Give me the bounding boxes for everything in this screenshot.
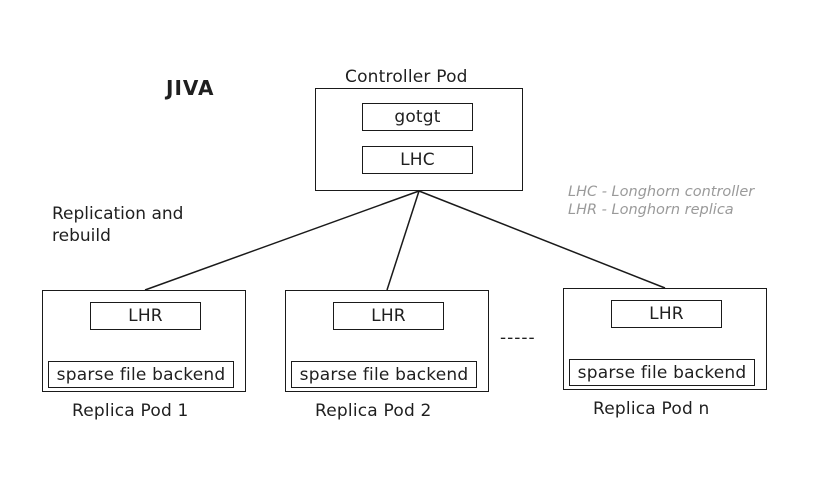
diagram-title: JIVA	[166, 76, 215, 100]
more-replicas-ellipsis: -----	[500, 328, 536, 348]
replica-pod-1-label: Replica Pod 1	[72, 401, 189, 421]
replication-note-line-1: Replication and	[52, 204, 184, 224]
replica-2-backend: sparse file backend	[291, 361, 477, 388]
edge-controller-replica-1	[144, 190, 420, 291]
gotgt-component: gotgt	[362, 103, 473, 131]
replica-pod-2-label: Replica Pod 2	[315, 401, 432, 421]
lhc-component: LHC	[362, 146, 473, 174]
controller-pod-box: gotgt LHC	[315, 88, 523, 191]
replica-pod-n-box: LHR sparse file backend	[563, 288, 767, 390]
replication-note: Replication and rebuild	[52, 203, 183, 247]
edge-controller-replica-2	[386, 190, 420, 291]
replica-2-lhr-component: LHR	[333, 302, 444, 330]
legend-lhr: LHR - Longhorn replica	[568, 202, 734, 218]
legend-lhc: LHC - Longhorn controller	[568, 184, 755, 200]
replica-n-lhr-component: LHR	[611, 300, 722, 328]
replica-pod-2-box: LHR sparse file backend	[285, 290, 489, 392]
replica-n-backend: sparse file backend	[569, 359, 755, 386]
replica-pod-n-label: Replica Pod n	[593, 399, 710, 419]
controller-pod-label: Controller Pod	[345, 67, 468, 87]
replica-1-backend: sparse file backend	[48, 361, 234, 388]
edge-controller-replica-n	[418, 190, 666, 289]
replication-note-line-2: rebuild	[52, 226, 111, 246]
replica-pod-1-box: LHR sparse file backend	[42, 290, 246, 392]
replica-1-lhr-component: LHR	[90, 302, 201, 330]
